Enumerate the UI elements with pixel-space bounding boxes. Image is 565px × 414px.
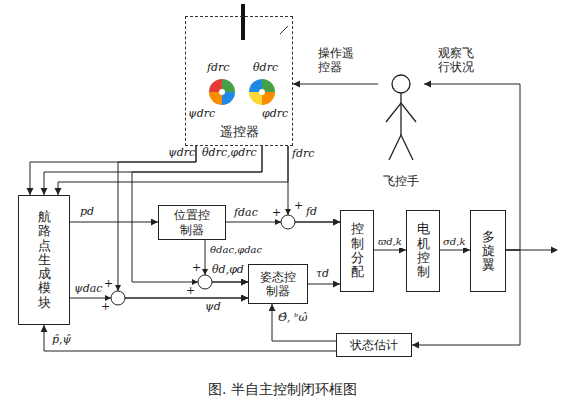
signal-connector [288,146,340,222]
pointer-line [280,26,288,34]
pilot-head [392,75,410,93]
position-controller: 位置控制器 [158,205,226,240]
remote-controller: 遥控器 [185,16,293,146]
signal-connector [70,298,248,299]
node-text: 飞控手 [383,174,419,188]
signal-label: φdrc [262,108,288,120]
signal-label: + [104,278,113,290]
edge-label: σd,k [443,236,465,248]
node-text: 状态估计 [350,338,398,352]
edge-label: ψdac [74,283,102,295]
summing-junction [281,215,295,229]
signal-connector [374,250,406,251]
signal-connector [58,146,288,195]
antenna [241,4,245,40]
edge-label: θdac,φdac [210,244,262,256]
signal-connector [308,284,340,285]
node-text: 控制分配 [351,222,364,279]
signal-connector [293,84,378,85]
summing-junction [198,275,212,289]
figure-caption: 图. 半自主控制闭环框图 [0,381,565,399]
signal-label: + [101,301,110,313]
signal-connector [440,250,470,251]
signal-label: θdrc,φdrc [202,147,257,159]
control-allocation: 控制分配 [340,210,374,292]
signal-label: ψdrc [168,147,195,159]
signal-label: θd,φd [212,264,244,276]
signal-label: fd [306,206,317,218]
attitude-controller: 姿态控制器 [248,264,308,304]
signal-label: fdrc [292,148,315,160]
signal-label: ψd [205,301,221,313]
edge-label: 操作遥控器 [318,46,358,74]
waypoint-module: 航路点生成模块 [18,195,70,325]
node-text: 多旋翼 [482,230,495,273]
signal-label: + [294,200,303,212]
edge-label: pd [80,206,94,218]
signal-connector [272,304,336,341]
signal-connector [30,146,196,195]
node-text: 位置控制器 [172,208,212,237]
joystick-knob [219,89,225,95]
junction-arrowhead [285,209,291,215]
signal-label: + [186,285,195,297]
junction-arrowhead [202,269,208,275]
edge-label: p̂,ψ̂ [52,334,71,346]
signal-connector [70,222,158,223]
multirotor: 多旋翼 [470,210,506,292]
node-text: 遥控器 [220,124,259,140]
signal-connector [44,325,336,351]
signal-label: + [192,262,201,274]
pilot-figure [386,75,416,160]
edge-label: Θ̂, ᵇω̂ [278,312,307,324]
left-joystick [209,79,235,105]
pilot-body [400,93,401,135]
edge-label: τd [316,268,329,280]
node-text: 姿态控制器 [258,270,298,299]
motor-control: 电机控制 [406,210,440,292]
right-joystick [249,79,275,105]
node-text: 电机控制 [417,222,430,279]
signal-label: ψdrc [188,108,215,120]
node-text: 航路点生成模块 [38,210,51,310]
pilot: 飞控手 [378,66,424,190]
pilot-arms [386,103,416,122]
joystick-knob [259,89,265,95]
signal-label: θdrc [253,62,278,74]
pilot-legs [389,135,413,160]
output-arrowhead [551,247,558,254]
junction-arrowhead [275,219,281,225]
junction-arrowhead [115,285,121,291]
edge-label: fdac [234,207,258,219]
signal-label: fdrc [207,62,230,74]
edge-label: ϖd,k [378,236,402,248]
edge-label: 观察飞行状况 [438,46,478,74]
signal-connector [44,146,262,195]
signal-label: + [272,207,281,219]
signal-connector [132,146,262,282]
state-estimator: 状态估计 [336,333,412,357]
summing-junction [111,291,125,305]
